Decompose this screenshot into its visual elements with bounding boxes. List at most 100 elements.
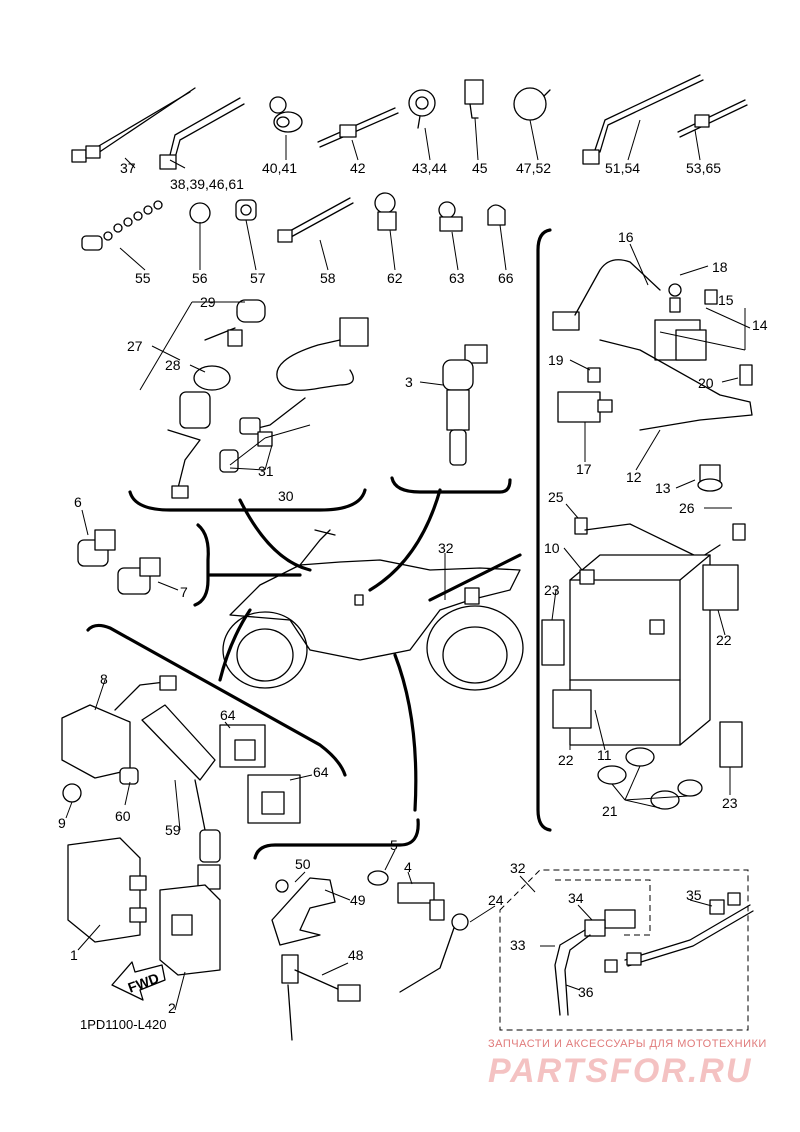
callout-10: 10 [544, 540, 560, 556]
cable-tie-38 [159, 97, 245, 170]
callout-22b: 22 [558, 752, 574, 768]
callout-1: 1 [70, 947, 78, 963]
callout-24: 24 [488, 892, 504, 908]
watermark-text: ЗАПЧАСТИ И АКСЕССУАРЫ ДЛЯ МОТОТЕХНИКИ [488, 1038, 767, 1050]
ecu-1 [67, 837, 147, 943]
callout-37: 37 [120, 160, 136, 176]
clamp-43 [408, 89, 436, 129]
bead-tie-55 [81, 200, 163, 251]
callout-14: 14 [752, 317, 768, 333]
callout-43: 43,44 [412, 160, 447, 176]
callout-20: 20 [698, 375, 714, 391]
callout-5: 5 [390, 837, 398, 853]
atv-vehicle [222, 529, 524, 691]
clamp-57 [235, 199, 257, 221]
callout-18: 18 [712, 259, 728, 275]
callout-30: 30 [278, 488, 294, 504]
callout-22a: 22 [716, 632, 732, 648]
sensor-6 [77, 529, 116, 567]
band-47 [513, 87, 551, 121]
clamp-62 [374, 192, 397, 231]
sensor-7 [117, 557, 161, 595]
callout-32b: 32 [510, 860, 526, 876]
callout-47: 47,52 [516, 160, 551, 176]
cable-tie-58 [277, 197, 354, 243]
callout-13: 13 [655, 480, 671, 496]
callout-60: 60 [115, 808, 131, 824]
relay-64b [247, 774, 301, 824]
ecu-2 [159, 884, 221, 976]
cable-tie-53 [677, 99, 748, 138]
clamp-40 [269, 96, 303, 133]
callout-16: 16 [618, 229, 634, 245]
callout-33: 33 [510, 937, 526, 953]
callout-57: 57 [250, 270, 266, 286]
ignition-coil-3 [442, 344, 488, 466]
callout-31: 31 [258, 463, 274, 479]
callout-3: 3 [405, 374, 413, 390]
callout-50: 50 [295, 856, 311, 872]
callout-25: 25 [548, 489, 564, 505]
callout-23a: 23 [544, 582, 560, 598]
callout-45: 45 [472, 160, 488, 176]
callout-36: 36 [578, 984, 594, 1000]
callout-34: 34 [568, 890, 584, 906]
callout-32a: 32 [438, 540, 454, 556]
callout-49: 49 [350, 892, 366, 908]
callout-19: 19 [548, 352, 564, 368]
harness-box-32 [499, 869, 749, 1031]
callout-51: 51,54 [605, 160, 640, 176]
clip-45 [464, 79, 484, 119]
band-56 [189, 202, 211, 224]
callout-7: 7 [180, 584, 188, 600]
callout-35: 35 [686, 887, 702, 903]
callout-55: 55 [135, 270, 151, 286]
relay-64a [219, 724, 266, 768]
cable-tie-51 [582, 74, 704, 165]
callout-26: 26 [679, 500, 695, 516]
main-switch-group [167, 299, 369, 499]
callout-15: 15 [718, 292, 734, 308]
callout-64b: 64 [313, 764, 329, 780]
callout-40: 40,41 [262, 160, 297, 176]
clamp-66 [487, 204, 506, 226]
fwd-arrow: FWD [111, 961, 166, 1001]
callout-42: 42 [350, 160, 366, 176]
callout-17: 17 [576, 461, 592, 477]
bracket-ecu [86, 623, 347, 777]
callout-4: 4 [404, 859, 412, 875]
watermark-logo: PARTSFOR.RU [488, 1052, 753, 1090]
relay-group [552, 259, 753, 492]
clamp-63 [438, 201, 463, 232]
sensor-group [271, 870, 469, 1041]
callout-59: 59 [165, 822, 181, 838]
callout-28: 28 [165, 357, 181, 373]
bracket-coil [390, 476, 512, 494]
bracket-lower [253, 818, 420, 860]
callout-23b: 23 [722, 795, 738, 811]
rectifier-8 [61, 675, 177, 803]
callout-38: 38,39,46,61 [170, 176, 244, 192]
callout-29: 29 [200, 294, 216, 310]
callout-8: 8 [100, 671, 108, 687]
callout-62: 62 [387, 270, 403, 286]
callout-66: 66 [498, 270, 514, 286]
callout-64a: 64 [220, 707, 236, 723]
callout-11: 11 [597, 747, 612, 763]
callout-12: 12 [626, 469, 642, 485]
callout-56: 56 [192, 270, 208, 286]
callout-27: 27 [127, 338, 143, 354]
bracket-sensor [193, 523, 210, 607]
callout-labels: 37 38,39,46,61 40,41 42 43,44 45 47,52 5… [58, 160, 768, 1016]
callout-53: 53,65 [686, 160, 721, 176]
cable-tie-42 [317, 107, 399, 148]
callout-2: 2 [168, 1000, 176, 1016]
callout-6: 6 [74, 494, 82, 510]
callout-63: 63 [449, 270, 465, 286]
bracket-right [536, 228, 552, 832]
cdi-59 [141, 704, 221, 890]
bracket-switch [128, 488, 367, 512]
diagram-code: 1PD1100-L420 [80, 1017, 167, 1032]
callout-58: 58 [320, 270, 336, 286]
